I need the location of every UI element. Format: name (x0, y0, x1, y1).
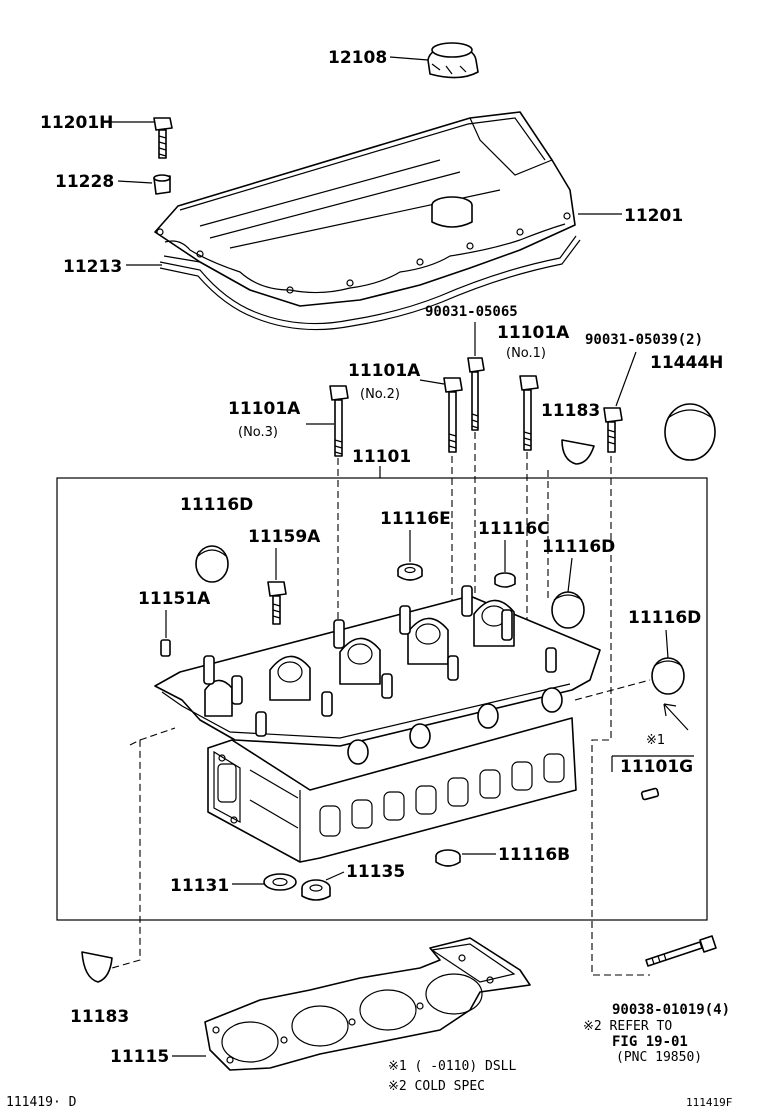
label-cylinder-head: 11101 (352, 447, 411, 467)
label-head-gasket: 11115 (110, 1047, 169, 1067)
bolt-90038-01019-drawing[interactable] (645, 935, 717, 967)
leader-oil-filler-cap (389, 56, 429, 61)
plug-11116d-left-drawing[interactable] (195, 545, 229, 583)
arrow-icon (663, 703, 689, 731)
leader-bolt-ref-2 (615, 351, 637, 407)
label-pin-g: 11101G (620, 757, 693, 777)
leader-plug-d-mid (567, 557, 573, 593)
footnote-2: ※2 COLD SPEC (388, 1079, 485, 1094)
label-bolt-ref-3: 90038-01019(4) (612, 1002, 730, 1018)
label-head-bolt-no2-note: (No.2) (360, 387, 400, 402)
cover-bolt-drawing[interactable] (153, 117, 173, 159)
label-seal-2: 11135 (346, 862, 405, 882)
label-plug-b: 11116B (498, 845, 570, 865)
refer-note-fig: FIG 19-01 (612, 1034, 688, 1050)
leader-seal-2 (325, 871, 345, 881)
cover-gasket-drawing[interactable] (159, 235, 581, 331)
oil-filler-cap-drawing[interactable] (427, 42, 479, 79)
label-stud: 11159A (248, 527, 321, 547)
plug-11444h-drawing[interactable] (664, 403, 716, 461)
leader-grommet (117, 180, 153, 184)
head-bolt-no1-drawing[interactable] (519, 375, 539, 451)
grommet-drawing[interactable] (153, 174, 171, 195)
alignment-line-half-moon-bottom (111, 739, 141, 969)
refer-note-mark: ※2 REFER TO (583, 1019, 672, 1034)
label-bolt-ref-1: 90031-05065 (425, 304, 518, 320)
pin-11101g-drawing[interactable] (640, 787, 660, 801)
plug-11116e-drawing[interactable] (397, 563, 423, 581)
bolt-90031-05065-drawing[interactable] (467, 357, 485, 431)
label-half-moon-top: 11183 (541, 401, 600, 421)
seal-11131-drawing[interactable] (263, 873, 297, 891)
footnote-1: ※1 ( -0110) DSLL (388, 1059, 516, 1074)
plug-11116d-mid-drawing[interactable] (551, 591, 585, 629)
head-bolt-no2-drawing[interactable] (443, 377, 463, 453)
stud-11159a-drawing[interactable] (267, 581, 287, 625)
label-cover-gasket: 11213 (63, 257, 122, 277)
label-plug-d-left: 11116D (180, 495, 253, 515)
plug-11116b-drawing[interactable] (435, 849, 461, 867)
leader-plug-d-right (665, 629, 669, 659)
half-moon-plug-bottom-drawing[interactable] (81, 951, 113, 983)
alignment-line-cam-end (139, 679, 651, 741)
head-cover-drawing[interactable] (154, 111, 576, 307)
label-head-cover: 11201 (624, 206, 683, 226)
label-bolt-ref-2: 90031-05039(2) (585, 332, 703, 348)
head-bolt-no3-drawing[interactable] (329, 385, 349, 457)
label-cover-bolt: 11201H (40, 113, 113, 133)
label-head-bolt-no3-note: (No.3) (238, 425, 278, 440)
diagram-id-right: 111419F (686, 1096, 732, 1109)
pin-11151a-drawing[interactable] (160, 639, 171, 657)
label-seal-1: 11131 (170, 876, 229, 896)
label-plug-d-right: 11116D (628, 608, 701, 628)
label-plug-top: 11444H (650, 353, 723, 373)
plug-11116d-right-drawing[interactable] (651, 657, 685, 695)
label-plug-e: 11116E (380, 509, 451, 529)
label-head-bolt-no2: 11101A (348, 361, 421, 381)
valve-bosses (203, 585, 557, 737)
label-note1-mark: ※1 (646, 733, 665, 748)
cylinder-head-drawing[interactable] (154, 585, 601, 863)
label-half-moon-bottom: 11183 (70, 1007, 129, 1027)
diagram-id-left: 111419· D (6, 1095, 77, 1110)
bolt-90031-05039-drawing[interactable] (603, 407, 623, 453)
head-gasket-drawing[interactable] (204, 937, 531, 1071)
seal-11135-drawing[interactable] (301, 879, 331, 901)
half-moon-plug-top-drawing[interactable] (561, 439, 595, 465)
port-openings (319, 753, 565, 837)
label-oil-filler-cap: 12108 (328, 48, 387, 68)
alignment-line-bolt-ref-3 (591, 456, 650, 976)
label-head-bolt-no3: 11101A (228, 399, 301, 419)
label-pin: 11151A (138, 589, 211, 609)
plug-11116c-drawing[interactable] (494, 572, 516, 588)
label-plug-d-mid: 11116D (542, 537, 615, 557)
label-plug-c: 11116C (478, 519, 550, 539)
label-head-bolt-no1: 11101A (497, 323, 570, 343)
leader-head-bolt-no2 (419, 379, 445, 385)
label-head-bolt-no1-note: (No.1) (506, 346, 546, 361)
cylinder-head-group-frame (56, 477, 708, 921)
label-grommet: 11228 (55, 172, 114, 192)
refer-note-pnc: (PNC 19850) (616, 1050, 702, 1065)
